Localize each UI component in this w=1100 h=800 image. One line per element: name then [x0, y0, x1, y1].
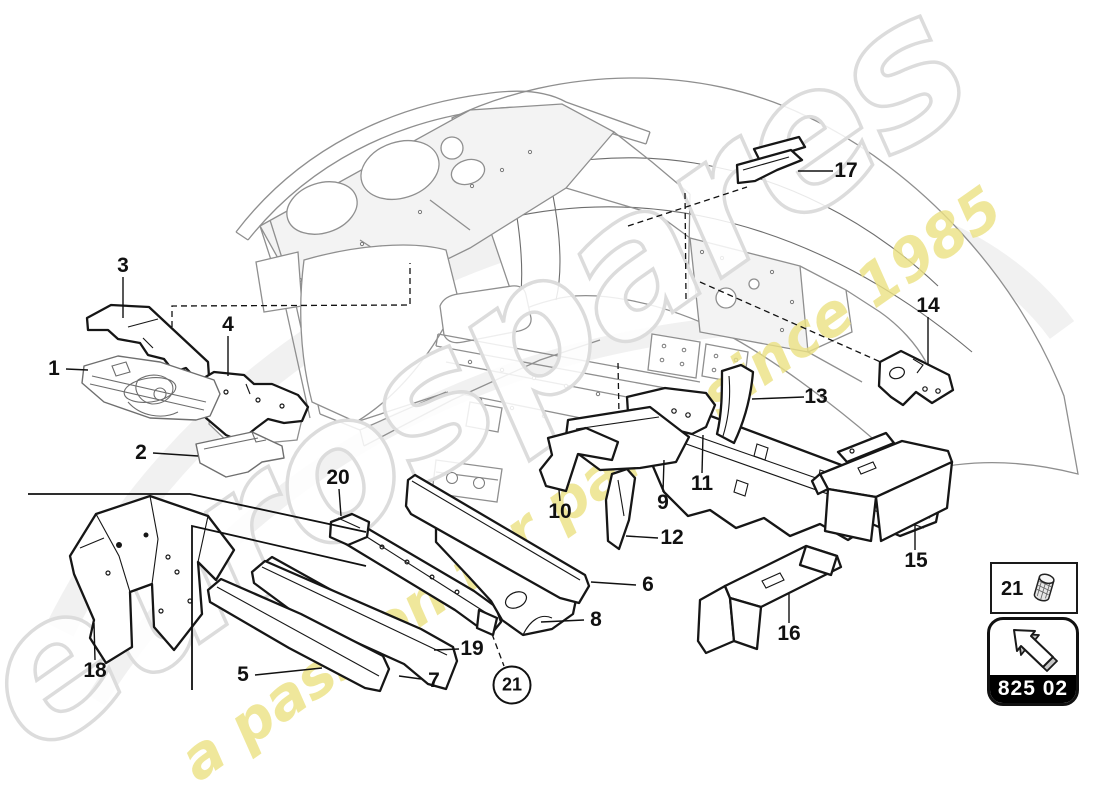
- section-code-badge: 825 02: [987, 617, 1079, 706]
- part-5-drawing: [206, 577, 391, 693]
- callout-21: 21: [492, 665, 532, 705]
- callout-11: 11: [690, 472, 714, 495]
- section-code: 825 02: [990, 675, 1076, 703]
- callout-9: 9: [657, 491, 669, 514]
- callout-7: 7: [428, 669, 440, 692]
- part-6-drawing: [404, 473, 591, 605]
- part-12-drawing: [604, 467, 637, 551]
- callout-14: 14: [916, 294, 940, 317]
- callout-20: 20: [326, 466, 350, 489]
- part-13-drawing: [715, 363, 755, 445]
- rivet-icon: [1033, 573, 1055, 602]
- callout-5: 5: [237, 663, 249, 686]
- part-2-drawing: [195, 431, 285, 478]
- callout-15: 15: [904, 549, 928, 572]
- part-20-drawing: [328, 512, 371, 547]
- car-body-drawing: [208, 77, 1079, 503]
- callout-1: 1: [48, 357, 60, 380]
- callout-12: 12: [660, 526, 684, 549]
- callout-16: 16: [777, 622, 801, 645]
- legend-item-number: 21: [1001, 577, 1024, 600]
- callout-17: 17: [834, 159, 858, 182]
- callout-6: 6: [642, 573, 654, 596]
- fastener-legend-box: 21: [990, 562, 1078, 614]
- part-16-drawing: [696, 544, 843, 655]
- callout-10: 10: [548, 500, 572, 523]
- back-arrow-icon: [1013, 628, 1058, 672]
- callout-8: 8: [590, 608, 602, 631]
- callout-2: 2: [135, 441, 147, 464]
- leader-lines: [28, 170, 929, 690]
- sill-rail-drawing: [344, 522, 503, 637]
- exploded-parts: [68, 135, 955, 693]
- callout-18: 18: [83, 659, 107, 682]
- callout-3: 3: [117, 254, 129, 277]
- callout-4: 4: [222, 313, 234, 336]
- callout-19: 19: [460, 637, 484, 660]
- part-1-drawing: [81, 355, 221, 421]
- part-15-drawing: [810, 431, 954, 543]
- part-10-drawing: [538, 426, 620, 493]
- part-17-drawing: [735, 135, 807, 185]
- callout-13: 13: [804, 385, 828, 408]
- part-18-drawing: [68, 494, 236, 665]
- part-4-drawing: [194, 370, 310, 443]
